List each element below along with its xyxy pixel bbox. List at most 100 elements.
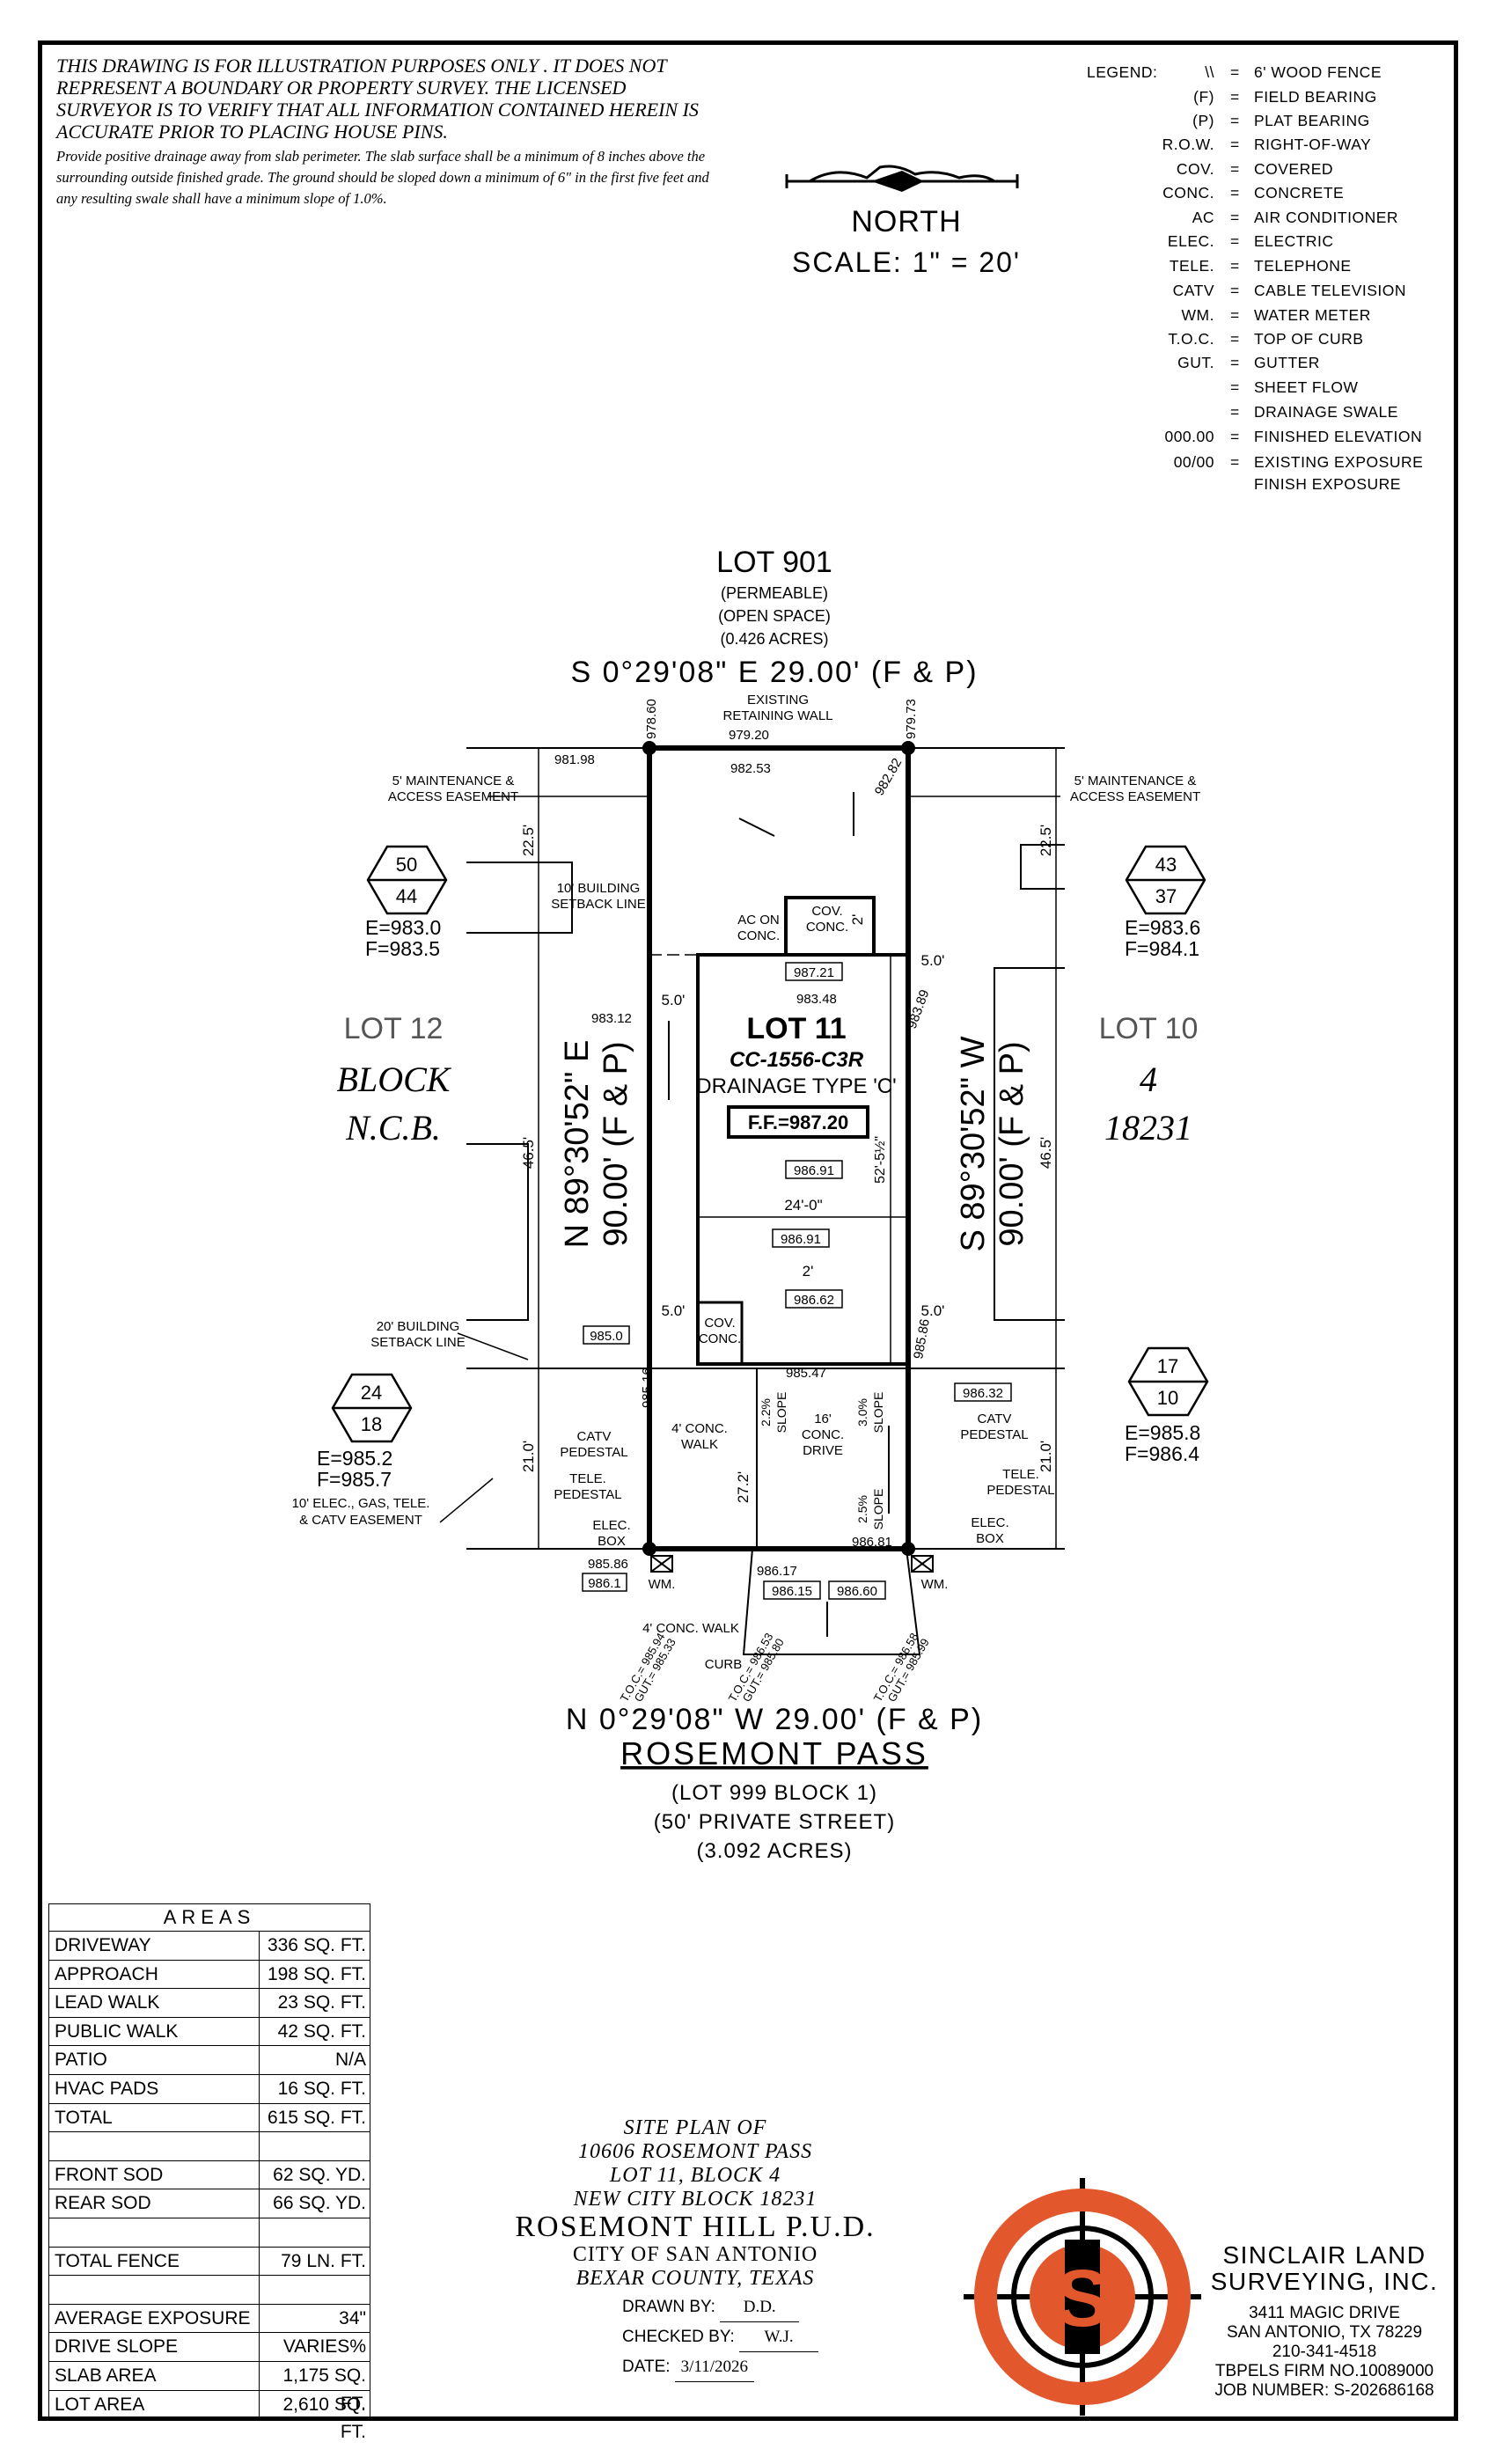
elev-9861: 986.1	[588, 1576, 621, 1591]
lot-11-label: LOT 11	[746, 1012, 846, 1045]
legend-item: = SHEET FLOW	[1082, 378, 1434, 401]
exp-br-bot: 10	[1157, 1387, 1178, 1409]
legend-equals: =	[1230, 403, 1240, 421]
date-value: 3/11/2026	[674, 2352, 754, 2382]
cov-conc-front	[696, 1301, 744, 1366]
west-distance: 90.00' (F & P)	[598, 1041, 634, 1246]
legend-equals: =	[1230, 209, 1240, 226]
title-block: SITE PLAN OF 10606 ROSEMONT PASS LOT 11,…	[493, 2116, 898, 2291]
elec-label-left: ELEC.	[592, 1518, 630, 1533]
areas-label: TOTAL	[49, 2103, 260, 2132]
existing-wall-label2: RETAINING WALL	[722, 708, 832, 723]
dim-5-bl: 5.0'	[662, 1302, 686, 1319]
legend-equals: =	[1230, 453, 1240, 471]
legend-item: TELE.=TELEPHONE	[1082, 257, 1434, 280]
legend-text: CABLE TELEVISION	[1254, 282, 1407, 299]
areas-value: 1,175 SQ. FT.	[282, 2365, 366, 2414]
slope-word-2: SLOPE	[871, 1392, 885, 1434]
conc-front-label: CONC.	[699, 1331, 741, 1346]
legend-item: R.O.W.=RIGHT-OF-WAY	[1082, 136, 1434, 158]
legend-equals: =	[1230, 330, 1240, 348]
street-name: ROSEMONT PASS	[620, 1735, 928, 1771]
elev-98586b: 985.86	[911, 1318, 933, 1360]
legend-item: GUT.=GUTTER	[1082, 354, 1434, 377]
dim-21-left: 21.0'	[520, 1441, 537, 1472]
legend-item: 000.00=FINISHED ELEVATION	[1082, 428, 1434, 451]
elev-98312: 983.12	[591, 1011, 632, 1026]
dim-24: 24'-0"	[784, 1197, 822, 1214]
slope-word-3: SLOPE	[871, 1489, 885, 1530]
legend-symbol: AC	[1192, 209, 1214, 226]
maint-left-2: ACCESS EASEMENT	[388, 789, 518, 804]
legend-symbol: GUT.	[1177, 354, 1214, 371]
legend-item: 00/00=EXISTING EXPOSURE	[1082, 453, 1434, 476]
drainage-type: DRAINAGE TYPE 'C'	[696, 1074, 896, 1098]
dim-225-right: 22.5'	[1038, 825, 1054, 856]
lot-901-sub2: (OPEN SPACE)	[718, 607, 831, 625]
water-meter-icon	[650, 1555, 934, 1573]
dim-465-left: 46.5'	[520, 1137, 537, 1169]
drive-3: DRIVE	[803, 1443, 843, 1458]
legend-text: AIR CONDITIONER	[1254, 209, 1399, 226]
legend-item: (F)=FIELD BEARING	[1082, 88, 1434, 111]
legend-text: SHEET FLOW	[1254, 378, 1359, 396]
elev-98586: 985.86	[588, 1557, 628, 1572]
lot-12-label: LOT 12	[344, 1012, 444, 1045]
legend-equals: =	[1230, 378, 1240, 396]
elev-98547: 985.47	[786, 1366, 826, 1381]
exp-left-top: 50	[396, 854, 417, 876]
legend-symbol: 00/00	[1173, 453, 1214, 471]
elev-97860: 978.60	[644, 699, 659, 739]
legend-symbol: \\	[1205, 63, 1214, 81]
company-name-2: SURVEYING, INC.	[1210, 2268, 1439, 2295]
legend-equals: =	[1230, 136, 1240, 153]
areas-row	[49, 2132, 370, 2161]
areas-row	[49, 2276, 370, 2305]
dim-21-right: 21.0'	[1038, 1441, 1054, 1472]
legend-equals: =	[1230, 282, 1240, 299]
block-label: BLOCK	[337, 1060, 452, 1099]
cov-front-label: COV.	[704, 1316, 735, 1331]
exp-left-f: F=983.5	[365, 937, 440, 960]
legend-equals: =	[1230, 257, 1240, 275]
company-phone: 210-341-4518	[1272, 2343, 1377, 2361]
tele-label-left: TELE.	[569, 1471, 606, 1486]
elec-label-right: ELEC.	[971, 1515, 1008, 1530]
exp-right-e: E=983.6	[1125, 916, 1200, 939]
company-firm: TBPELS FIRM NO.10089000	[1214, 2362, 1434, 2380]
checked-by-value: W.J.	[739, 2322, 819, 2352]
legend-item: =DRAINAGE SWALE	[1082, 403, 1434, 426]
elev-98253: 982.53	[730, 761, 771, 776]
areas-value	[260, 2132, 370, 2160]
legend-equals: =	[1230, 63, 1240, 81]
legend-text: COVERED	[1254, 160, 1334, 178]
maint-left-1: 5' MAINTENANCE &	[392, 774, 515, 788]
bsl-bot-1: 20' BUILDING	[377, 1319, 460, 1334]
legend-text: FINISH EXPOSURE	[1254, 475, 1401, 493]
tele-pedestal-right: PEDESTAL	[986, 1483, 1054, 1498]
legend-text: PLAT BEARING	[1254, 112, 1370, 129]
legend-symbol: COV.	[1176, 160, 1214, 178]
north-arrow-icon	[785, 165, 1019, 192]
scale-label: SCALE: 1" = 20'	[791, 246, 1022, 278]
areas-row	[49, 2218, 370, 2248]
checked-by-label: CHECKED BY:	[622, 2328, 735, 2346]
lot-901-sub1: (PERMEABLE)	[721, 584, 828, 602]
legend-text: GUTTER	[1254, 354, 1320, 371]
title-line-3: LOT 11, BLOCK 4	[609, 2164, 781, 2187]
title-line-1: SITE PLAN OF	[623, 2116, 767, 2139]
sinclair-logo-icon: S	[964, 2178, 1201, 2416]
company-address-2: SAN ANTONIO, TX 78229	[1226, 2323, 1423, 2342]
street-sub3: (3.092 ACRES)	[696, 1839, 852, 1863]
bsl-top-2: SETBACK LINE	[551, 897, 646, 912]
legend-item: ELEC.=ELECTRIC	[1082, 232, 1434, 255]
maint-right-2: ACCESS EASEMENT	[1070, 789, 1200, 804]
legend-item: CONC.=CONCRETE	[1082, 184, 1434, 207]
legend-item: COV.=COVERED	[1082, 160, 1434, 183]
elec-box-right: BOX	[976, 1531, 1004, 1546]
easement-1: 10' ELEC., GAS, TELE.	[292, 1496, 430, 1511]
areas-label: FRONT SOD	[49, 2160, 260, 2189]
